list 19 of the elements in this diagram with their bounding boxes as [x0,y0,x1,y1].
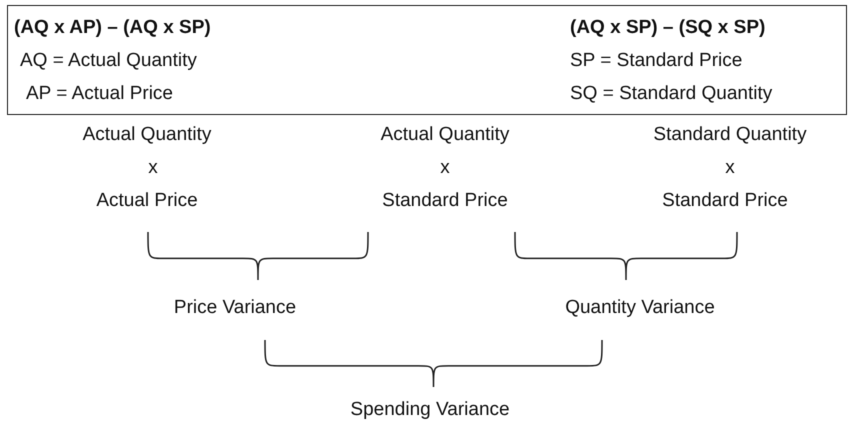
term-label: Actual Price [96,190,198,212]
term-label: x [440,157,450,179]
term-label: Standard Quantity [653,124,807,146]
variance-label: Quantity Variance [565,297,715,319]
definition-text: SP = Standard Price [570,50,742,72]
formula-text: (AQ x SP) – (SQ x SP) [570,16,766,38]
term-label: Standard Price [382,190,508,212]
formula-text: (AQ x AP) – (AQ x SP) [14,16,211,38]
term-label: Actual Quantity [380,124,510,146]
term-label: Standard Price [662,190,788,212]
definition-text: AP = Actual Price [25,82,173,104]
definition-text: AQ = Actual Quantity [19,50,197,72]
term-label: x [725,157,735,179]
variance-label: Price Variance [174,297,296,319]
term-label: x [148,157,158,179]
formula-box [7,5,847,115]
variance-label: Spending Variance [350,399,510,421]
definition-text: SQ = Standard Quantity [570,82,772,104]
term-label: Actual Quantity [82,124,212,146]
